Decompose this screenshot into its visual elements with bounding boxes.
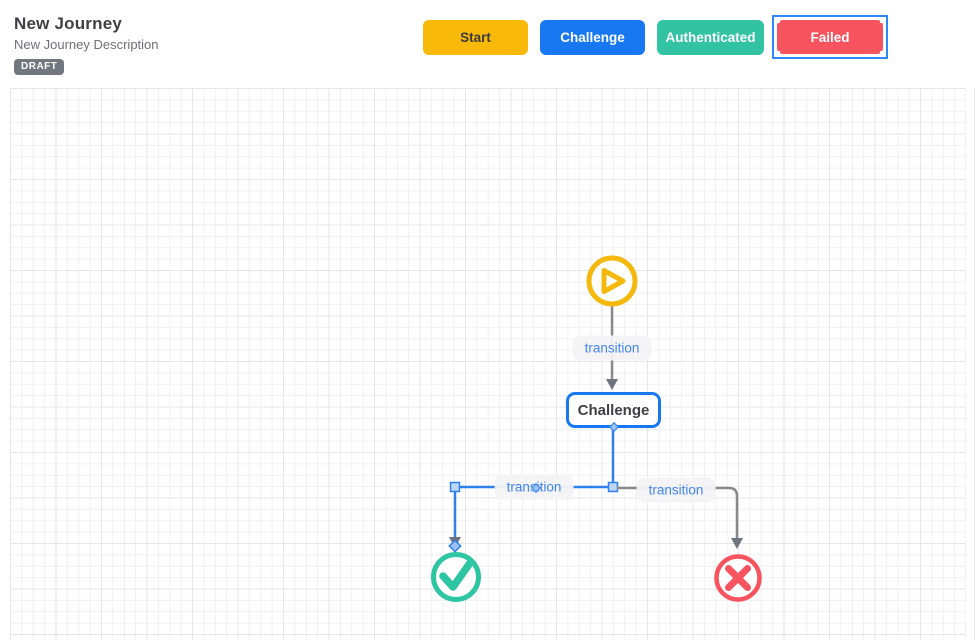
edge-label-transition-3[interactable]: transition — [636, 477, 716, 503]
page-description: New Journey Description — [14, 37, 159, 52]
edge-corner-handle[interactable] — [449, 481, 461, 493]
header: New Journey New Journey Description DRAF… — [0, 0, 978, 88]
selection-handle[interactable] — [774, 51, 780, 57]
selection-handle[interactable] — [880, 51, 886, 57]
play-icon — [586, 255, 638, 307]
failed-button-selection-frame: Failed — [772, 15, 888, 59]
play-icon-triangle — [601, 268, 626, 294]
selection-handle[interactable] — [774, 17, 780, 23]
edge-challenge-to-failed[interactable] — [617, 486, 739, 540]
check-icon-mark — [439, 559, 474, 591]
edge-endpoint-handle[interactable] — [448, 539, 462, 553]
arrowhead-into-failed — [731, 538, 743, 549]
failed-node[interactable] — [714, 554, 762, 602]
challenge-state-button[interactable]: Challenge — [540, 20, 645, 55]
status-badge: DRAFT — [14, 59, 65, 75]
edge-label-transition-1[interactable]: transition — [572, 335, 652, 361]
edge-corner-handle[interactable] — [607, 481, 619, 493]
challenge-node[interactable]: Challenge — [566, 392, 661, 428]
arrowhead-into-challenge — [606, 379, 618, 390]
canvas-right-border — [974, 88, 975, 640]
flow-canvas[interactable] — [10, 88, 966, 640]
cross-icon-mark — [725, 565, 751, 591]
failed-state-button[interactable]: Failed — [777, 20, 883, 54]
start-node[interactable] — [586, 255, 638, 307]
page-title: New Journey — [14, 14, 123, 33]
authenticated-state-button[interactable]: Authenticated — [657, 20, 764, 55]
start-state-button[interactable]: Start — [423, 20, 528, 55]
selection-handle[interactable] — [880, 17, 886, 23]
authenticated-node[interactable] — [431, 552, 481, 602]
